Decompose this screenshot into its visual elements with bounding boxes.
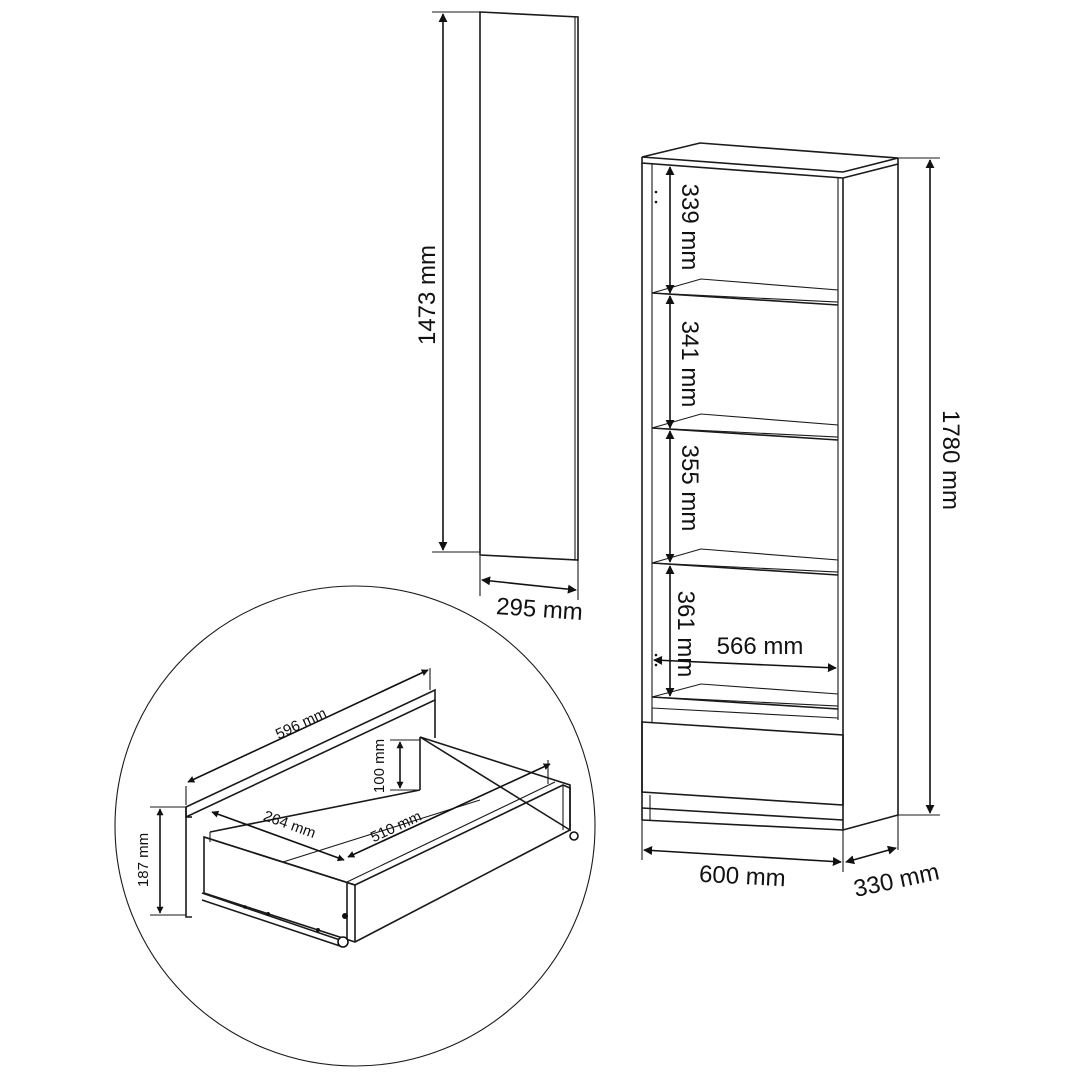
panel-height-label: 1473 mm	[414, 245, 441, 345]
drawer-inner-width-dimension	[211, 810, 345, 862]
drawer-length-dimension	[187, 669, 429, 783]
shelf-4-label: 361 mm	[672, 591, 699, 678]
drawer-detail	[114, 585, 596, 1067]
inner-width-label: 566 mm	[717, 633, 804, 660]
shelf-2-label: 341 mm	[676, 321, 703, 408]
bookcase-depth-label: 330 mm	[851, 858, 941, 902]
inner-width-dimension	[653, 655, 837, 673]
drawer-inner-depth-label: 510 mm	[368, 808, 424, 846]
bookcase-height-label: 1780 mm	[937, 410, 964, 510]
bookcase-depth-dimension	[845, 845, 897, 865]
drawer-inner-depth-dimension	[347, 763, 551, 858]
side-panel	[432, 11, 579, 600]
panel-width-label: 295 mm	[495, 593, 583, 626]
shelf-1-label: 339 mm	[676, 184, 703, 271]
bookcase-width-dimension	[643, 846, 842, 866]
bookcase-width-label: 600 mm	[698, 861, 786, 893]
detail-circle	[114, 585, 596, 1067]
panel-width-dimension	[481, 576, 577, 594]
drawer-front-height-label: 187 mm	[135, 833, 152, 887]
bookcase	[641, 142, 940, 872]
drawer-length-label: 596 mm	[273, 705, 329, 743]
shelf-3-label: 355 mm	[676, 445, 703, 532]
drawer-box-height-label: 100 mm	[371, 739, 388, 793]
